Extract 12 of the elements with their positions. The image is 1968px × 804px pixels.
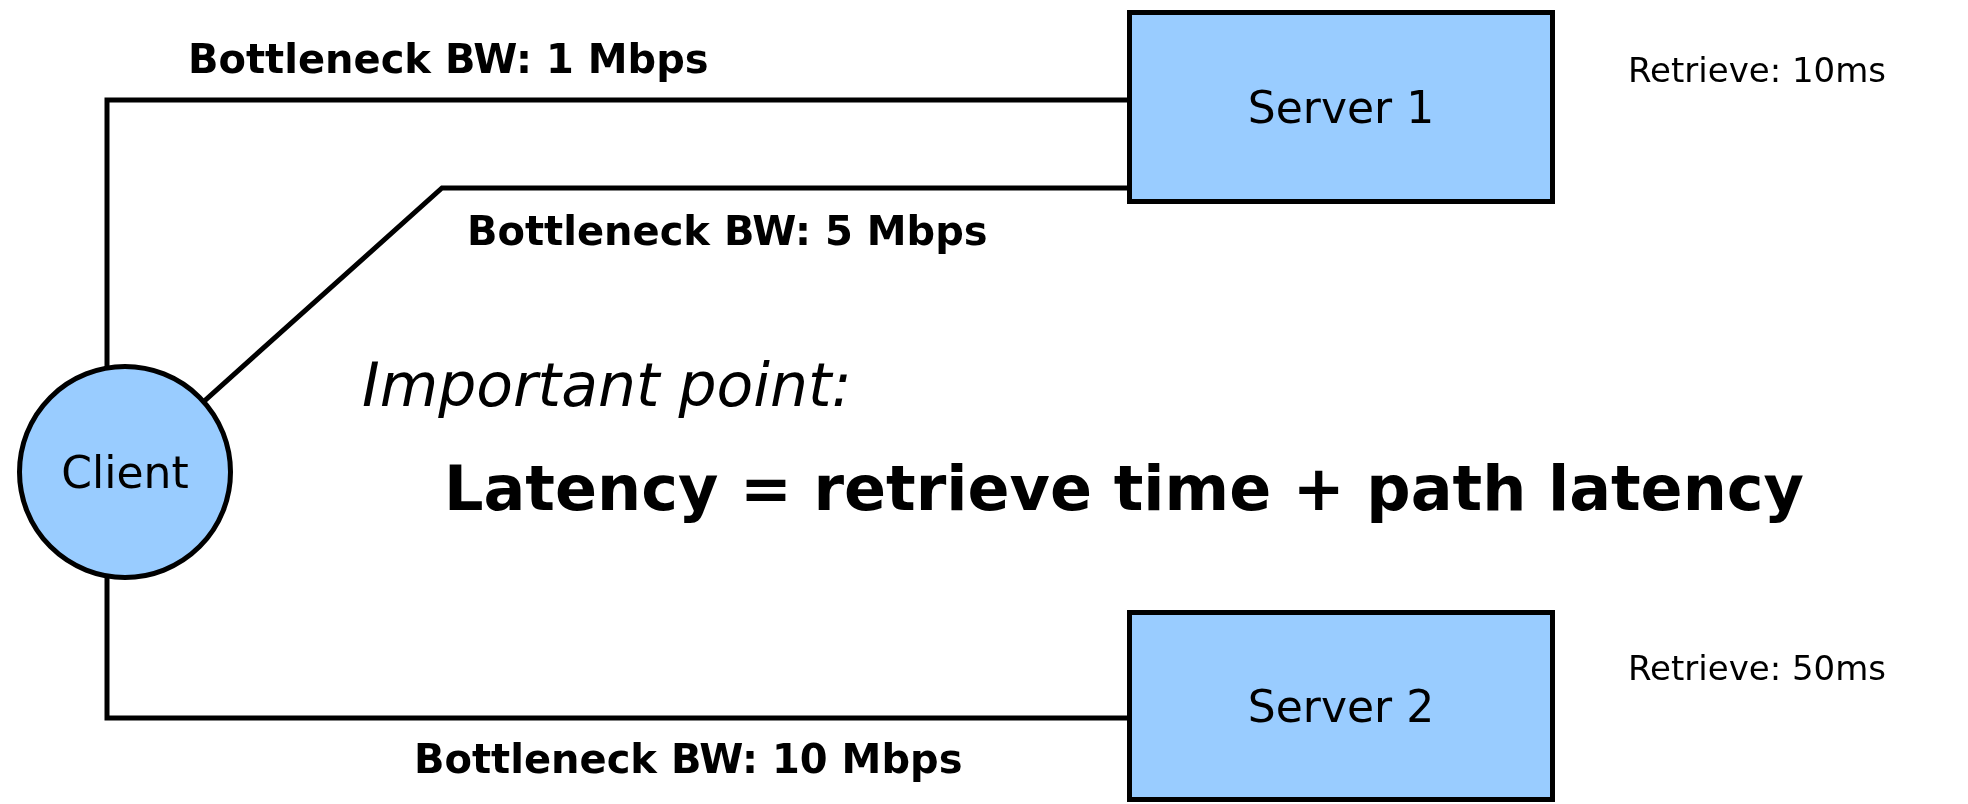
server-box (1127, 610, 1555, 802)
note-text: Retrieve: 10ms (1628, 50, 1887, 90)
connector-line (104, 576, 1127, 721)
node-label: Server 2 (1247, 680, 1435, 732)
node-label: Server 1 (1247, 81, 1435, 133)
note-text: Important point: (362, 350, 852, 420)
note-text: Retrieve: 50ms (1628, 648, 1887, 688)
server-box (1127, 10, 1555, 204)
connector-line (202, 185, 1127, 404)
connector-line (104, 97, 1127, 368)
node-label: Client (61, 446, 189, 498)
note-text: Latency = retrieve time + path latency (444, 452, 1804, 525)
